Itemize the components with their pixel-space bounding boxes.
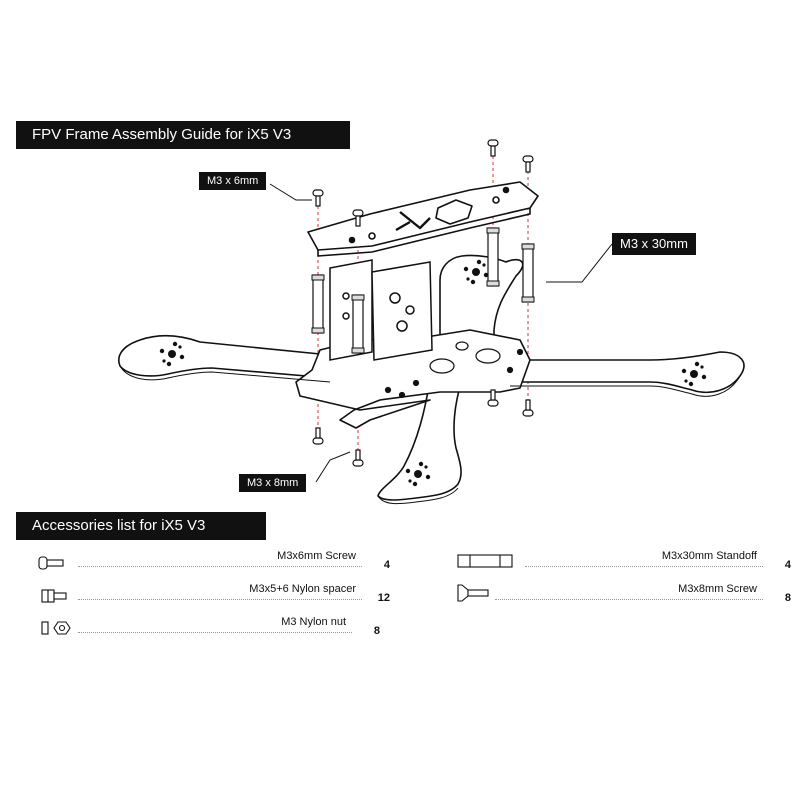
side-plates <box>329 259 433 361</box>
accessory-name: M3x8mm Screw <box>678 583 757 595</box>
callout-leaders <box>269 183 613 483</box>
standoff-icon <box>457 554 513 568</box>
dotted-leader <box>495 599 763 600</box>
accessory-name: M3x5+6 Nylon spacer <box>249 583 356 595</box>
accessory-item: M3x8mm Screw 8 <box>495 583 791 615</box>
top-plate <box>307 181 539 257</box>
accessory-icons <box>38 554 513 635</box>
nylon-spacer-icon <box>41 589 67 603</box>
accessory-qty: 8 <box>784 592 791 604</box>
dotted-leader <box>78 599 362 600</box>
assembly-guide-title: FPV Frame Assembly Guide for iX5 V3 <box>16 121 350 149</box>
accessory-name: M3x30mm Standoff <box>661 550 757 562</box>
screw-m3x6-1 <box>312 189 324 207</box>
accessory-item: M3x5+6 Nylon spacer 12 <box>78 583 390 615</box>
accessory-qty: 4 <box>784 559 791 571</box>
dotted-leader <box>525 566 763 567</box>
accessory-qty: 12 <box>377 592 390 604</box>
callout-m3x30: M3 x 30mm <box>612 233 696 255</box>
accessory-item: M3x6mm Screw 4 <box>78 550 390 582</box>
dotted-leader <box>78 632 352 633</box>
screw-m3x6-4 <box>522 155 534 173</box>
accessory-name: M3 Nylon nut <box>281 616 346 628</box>
accessories-title: Accessories list for iX5 V3 <box>16 512 266 540</box>
standoff-2 <box>351 294 365 354</box>
standoff-1 <box>311 274 325 334</box>
dotted-leader <box>78 566 362 567</box>
accessory-name: M3x6mm Screw <box>277 550 356 562</box>
callout-m3x6: M3 x 6mm <box>199 172 267 190</box>
screw-icon <box>38 556 64 570</box>
standoff-3 <box>486 227 500 287</box>
accessory-item: M3 Nylon nut 8 <box>78 616 380 648</box>
plate-edges <box>119 365 741 505</box>
standoff-4 <box>521 243 535 303</box>
nylon-nut-icon <box>41 621 71 635</box>
accessory-qty: 4 <box>383 559 390 571</box>
center-plate-holes <box>384 341 524 399</box>
callout-m3x8: M3 x 8mm <box>239 474 307 492</box>
accessory-qty: 8 <box>373 625 380 637</box>
screw-m3x6-3 <box>487 139 499 157</box>
flat-screw-icon <box>457 584 489 602</box>
accessory-item: M3x30mm Standoff 4 <box>525 550 791 582</box>
